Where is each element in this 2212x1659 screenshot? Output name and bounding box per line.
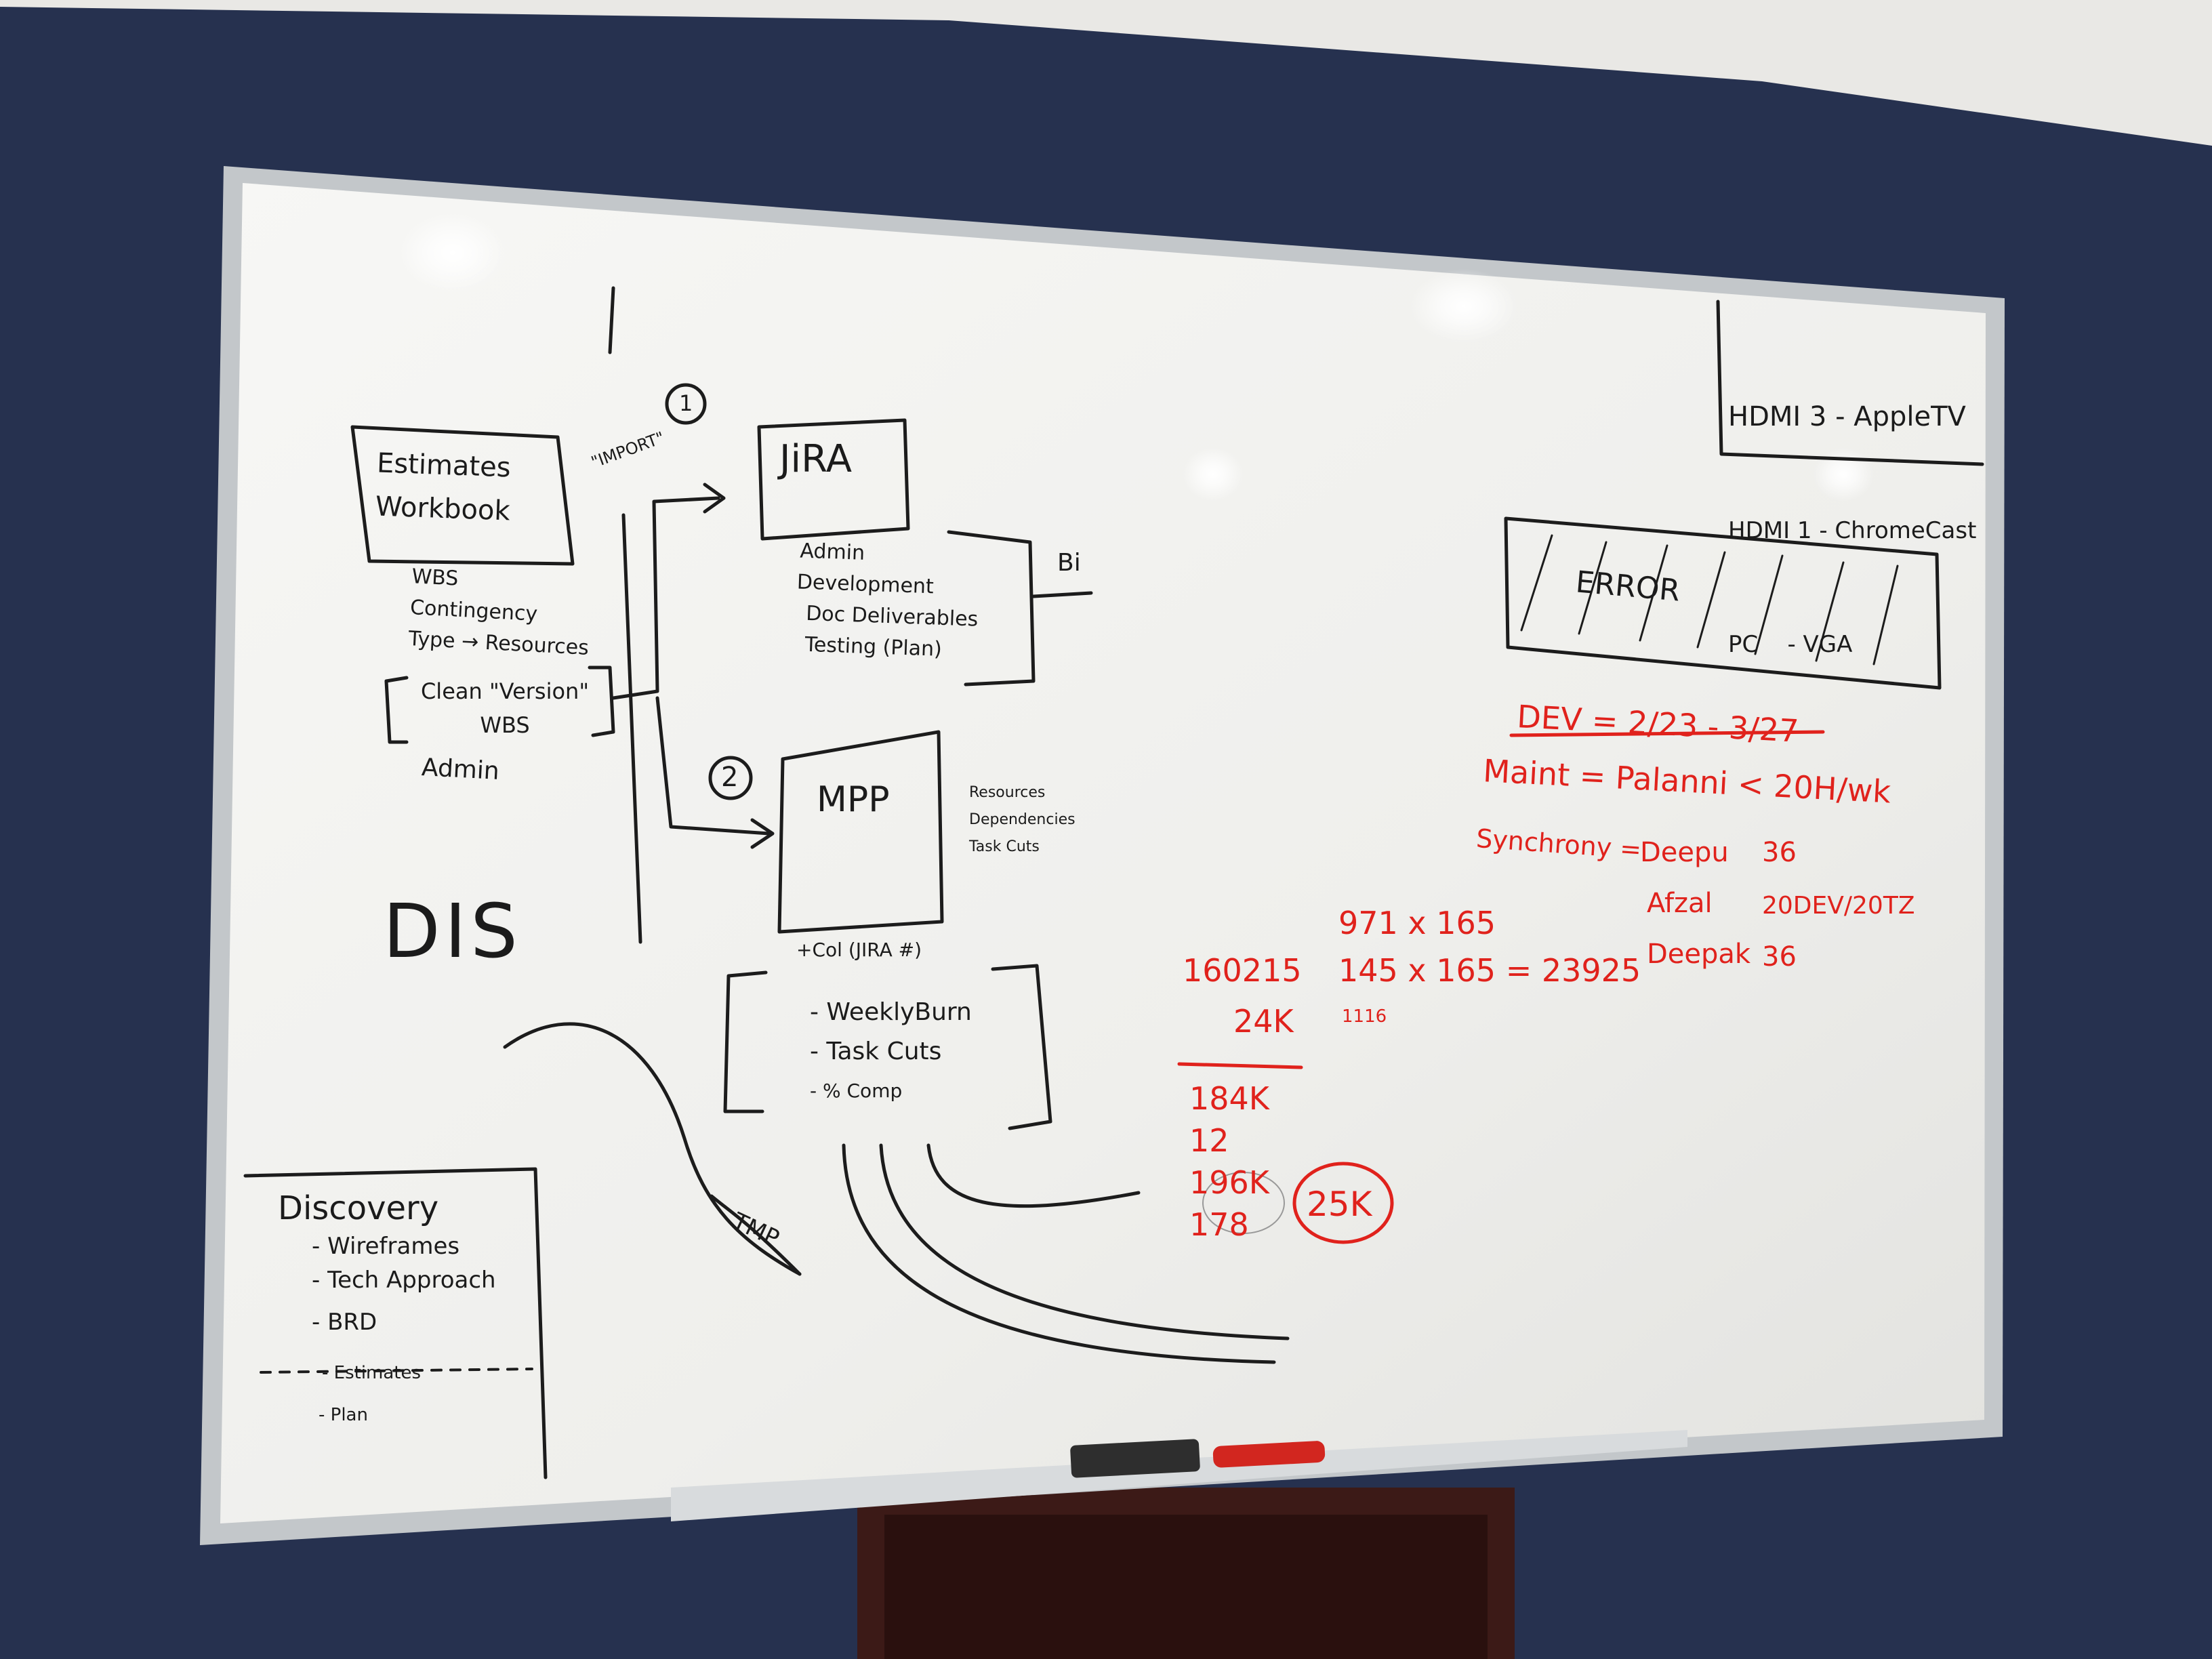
jira-notes: Admin Development Doc Deliverables Testi… <box>794 535 981 666</box>
admin-label: Admin <box>421 754 500 785</box>
ceiling <box>0 0 2212 146</box>
person-name: Afzal <box>1647 888 1713 919</box>
burn-notes: - WeeklyBurn - Task Cuts - % Comp <box>810 993 972 1111</box>
person-row: Deepak 36 <box>1647 939 1945 972</box>
workbook-line: Workbook <box>375 491 511 527</box>
eraser <box>1070 1439 1200 1478</box>
mpp-box <box>777 730 944 934</box>
math-line: 160215 <box>1183 952 1302 989</box>
light-glare <box>1410 269 1518 344</box>
note-line: - WeeklyBurn <box>810 998 972 1026</box>
note-line: - BRD <box>312 1309 377 1336</box>
error-box <box>1504 516 1942 690</box>
person-value: 36 <box>1762 941 1797 972</box>
red-marker <box>1212 1441 1326 1468</box>
discovery-notes: Discovery - Wireframes - Tech Approach -… <box>278 1189 496 1425</box>
whiteboard-surface <box>220 183 1986 1523</box>
step-one-label: 1 <box>679 390 693 416</box>
person-name: Deepu <box>1640 837 1729 868</box>
mpp-col-label: +Col (JIRA #) <box>796 939 922 961</box>
person-row: Afzal 20DEV/20TZ <box>1647 888 1945 920</box>
workbook-line: Estimates <box>376 447 512 484</box>
error-label: ERROR <box>1574 565 1682 609</box>
sum-line: 178 <box>1189 1206 1249 1243</box>
synchrony-label: Synchrony = <box>1475 823 1643 865</box>
note-line: - Tech Approach <box>312 1267 496 1294</box>
bracket-notes: Clean "Version" WBS <box>420 674 590 742</box>
person-value: 20DEV/20TZ <box>1762 892 1915 920</box>
note-line: HDMI 3 - AppleTV <box>1728 401 1966 432</box>
note-line: Task Cuts <box>969 838 1040 855</box>
math-line: 24K <box>1233 1003 1294 1040</box>
note-line: HDMI 1 - ChromeCast <box>1728 517 1977 544</box>
light-glare <box>398 212 507 293</box>
hdmi-notes: HDMI 3 - AppleTV HDMI 1 - ChromeCast PC … <box>1728 322 1976 739</box>
note-line: WBS <box>480 712 530 738</box>
sum-line: 196K <box>1189 1164 1269 1201</box>
arrow-label: TMP <box>728 1207 783 1253</box>
person-name: Deepak <box>1647 939 1751 970</box>
discovery-title: Discovery <box>278 1189 439 1227</box>
jira-label: JiRA <box>779 437 853 481</box>
math-line: 971 x 165 <box>1338 905 1496 941</box>
maint-line: Maint = Palanni < 20H/wk <box>1482 752 1892 811</box>
marker-tray <box>671 1430 1687 1521</box>
workbook-box <box>350 425 575 566</box>
person-row: Deepu 36 <box>1640 837 1938 868</box>
note-line: - Task Cuts <box>810 1038 942 1065</box>
circled-total: 25K <box>1307 1185 1372 1224</box>
jira-box <box>757 418 910 541</box>
math-line: 1116 <box>1342 1006 1387 1027</box>
note-line: Resources <box>969 784 1046 801</box>
jira-side-label: Bi <box>1057 549 1081 577</box>
mpp-label: MPP <box>817 779 890 820</box>
sum-line: 12 <box>1189 1122 1229 1159</box>
mpp-notes: Resources Dependencies Task Cuts <box>969 779 1076 861</box>
import-label: "IMPORT" <box>588 428 668 472</box>
workbook-notes: WBS Contingency Type → Resources <box>408 561 593 664</box>
note-line: Clean "Version" <box>420 678 590 704</box>
step-two-label: 2 <box>721 762 739 793</box>
math-line: 145 x 165 = 23925 <box>1338 952 1641 989</box>
person-value: 36 <box>1762 837 1797 868</box>
sum-column: 184K 12 196K 178 <box>1189 1078 1269 1246</box>
note-line: - Estimates <box>322 1363 422 1383</box>
note-line: - % Comp <box>810 1080 903 1102</box>
note-line: - Wireframes <box>312 1233 460 1260</box>
light-glare <box>1183 447 1244 501</box>
sum-line: 184K <box>1189 1080 1269 1117</box>
note-line: - Plan <box>319 1405 368 1425</box>
note-line: PC - VGA <box>1728 631 1853 658</box>
dis-label: DIS <box>383 888 522 975</box>
workbook-label: Estimates Workbook <box>375 442 512 533</box>
note-line: Dependencies <box>969 811 1076 828</box>
note-line: Testing (Plan) <box>804 632 943 661</box>
